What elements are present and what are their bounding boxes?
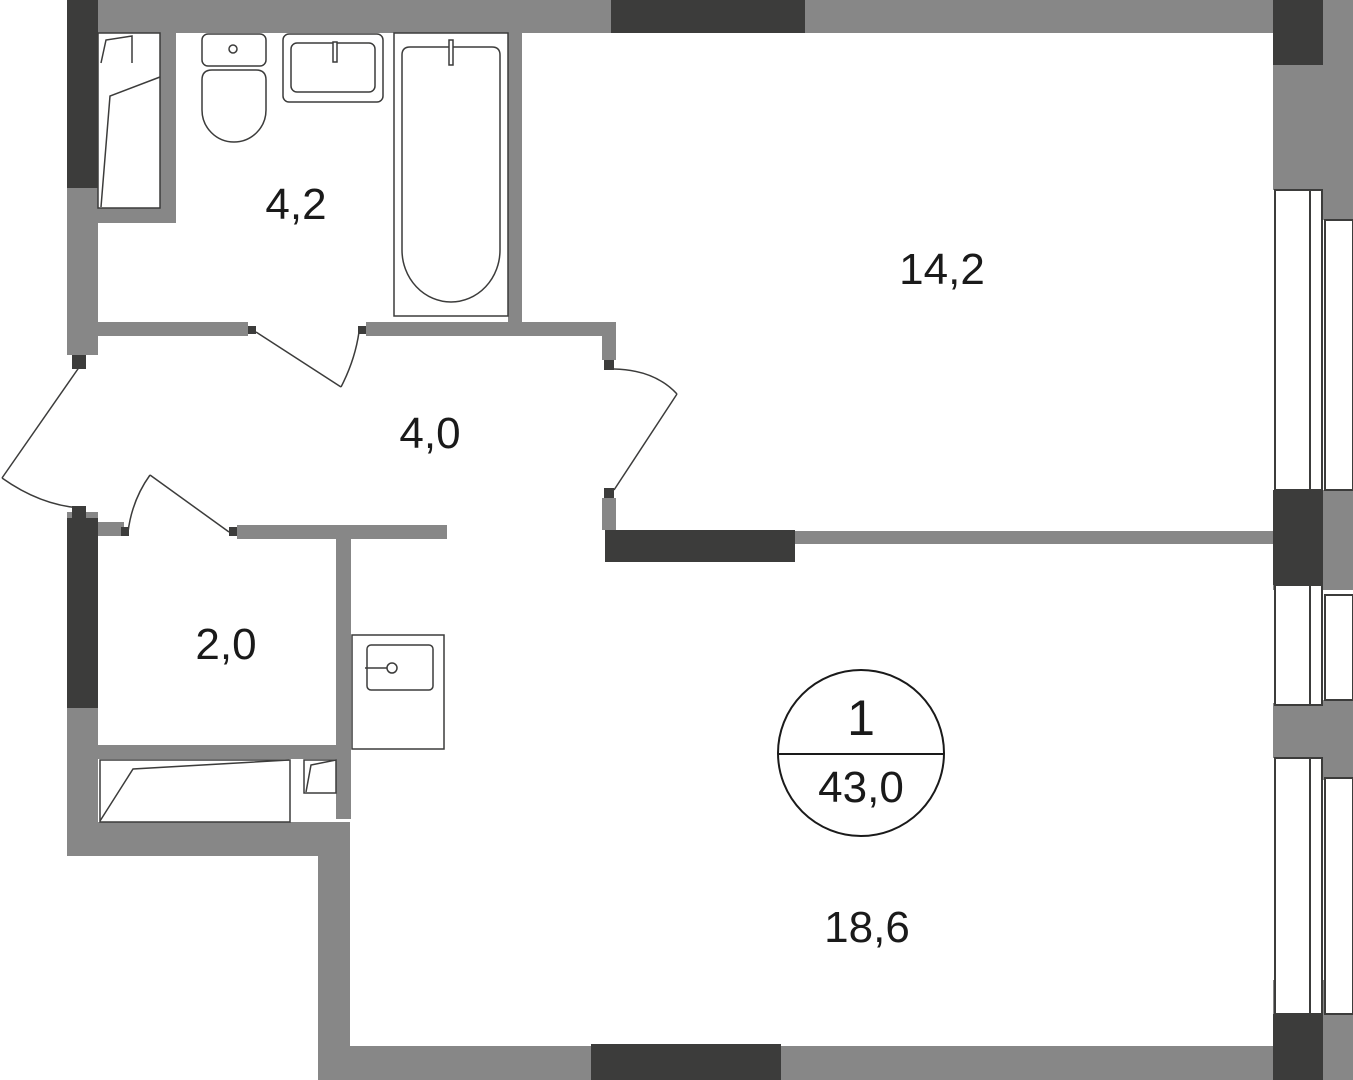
badge-divider xyxy=(779,753,943,755)
windows xyxy=(1274,189,1353,1015)
room-area-kitchen-living: 18,6 xyxy=(824,903,910,952)
toilet-bowl xyxy=(201,69,267,143)
room-area-storage: 2,0 xyxy=(195,620,257,669)
total-area: 43,0 xyxy=(818,763,904,812)
room-count: 1 xyxy=(847,690,875,746)
doors xyxy=(1,331,678,533)
room-area-bedroom: 14,2 xyxy=(899,245,985,294)
fixtures xyxy=(97,32,509,823)
room-area-hallway: 4,0 xyxy=(399,409,461,458)
bearing-walls xyxy=(67,0,1323,1080)
apartment-summary-badge: 1 43,0 xyxy=(777,669,945,837)
room-area-bathroom: 4,2 xyxy=(265,180,327,229)
